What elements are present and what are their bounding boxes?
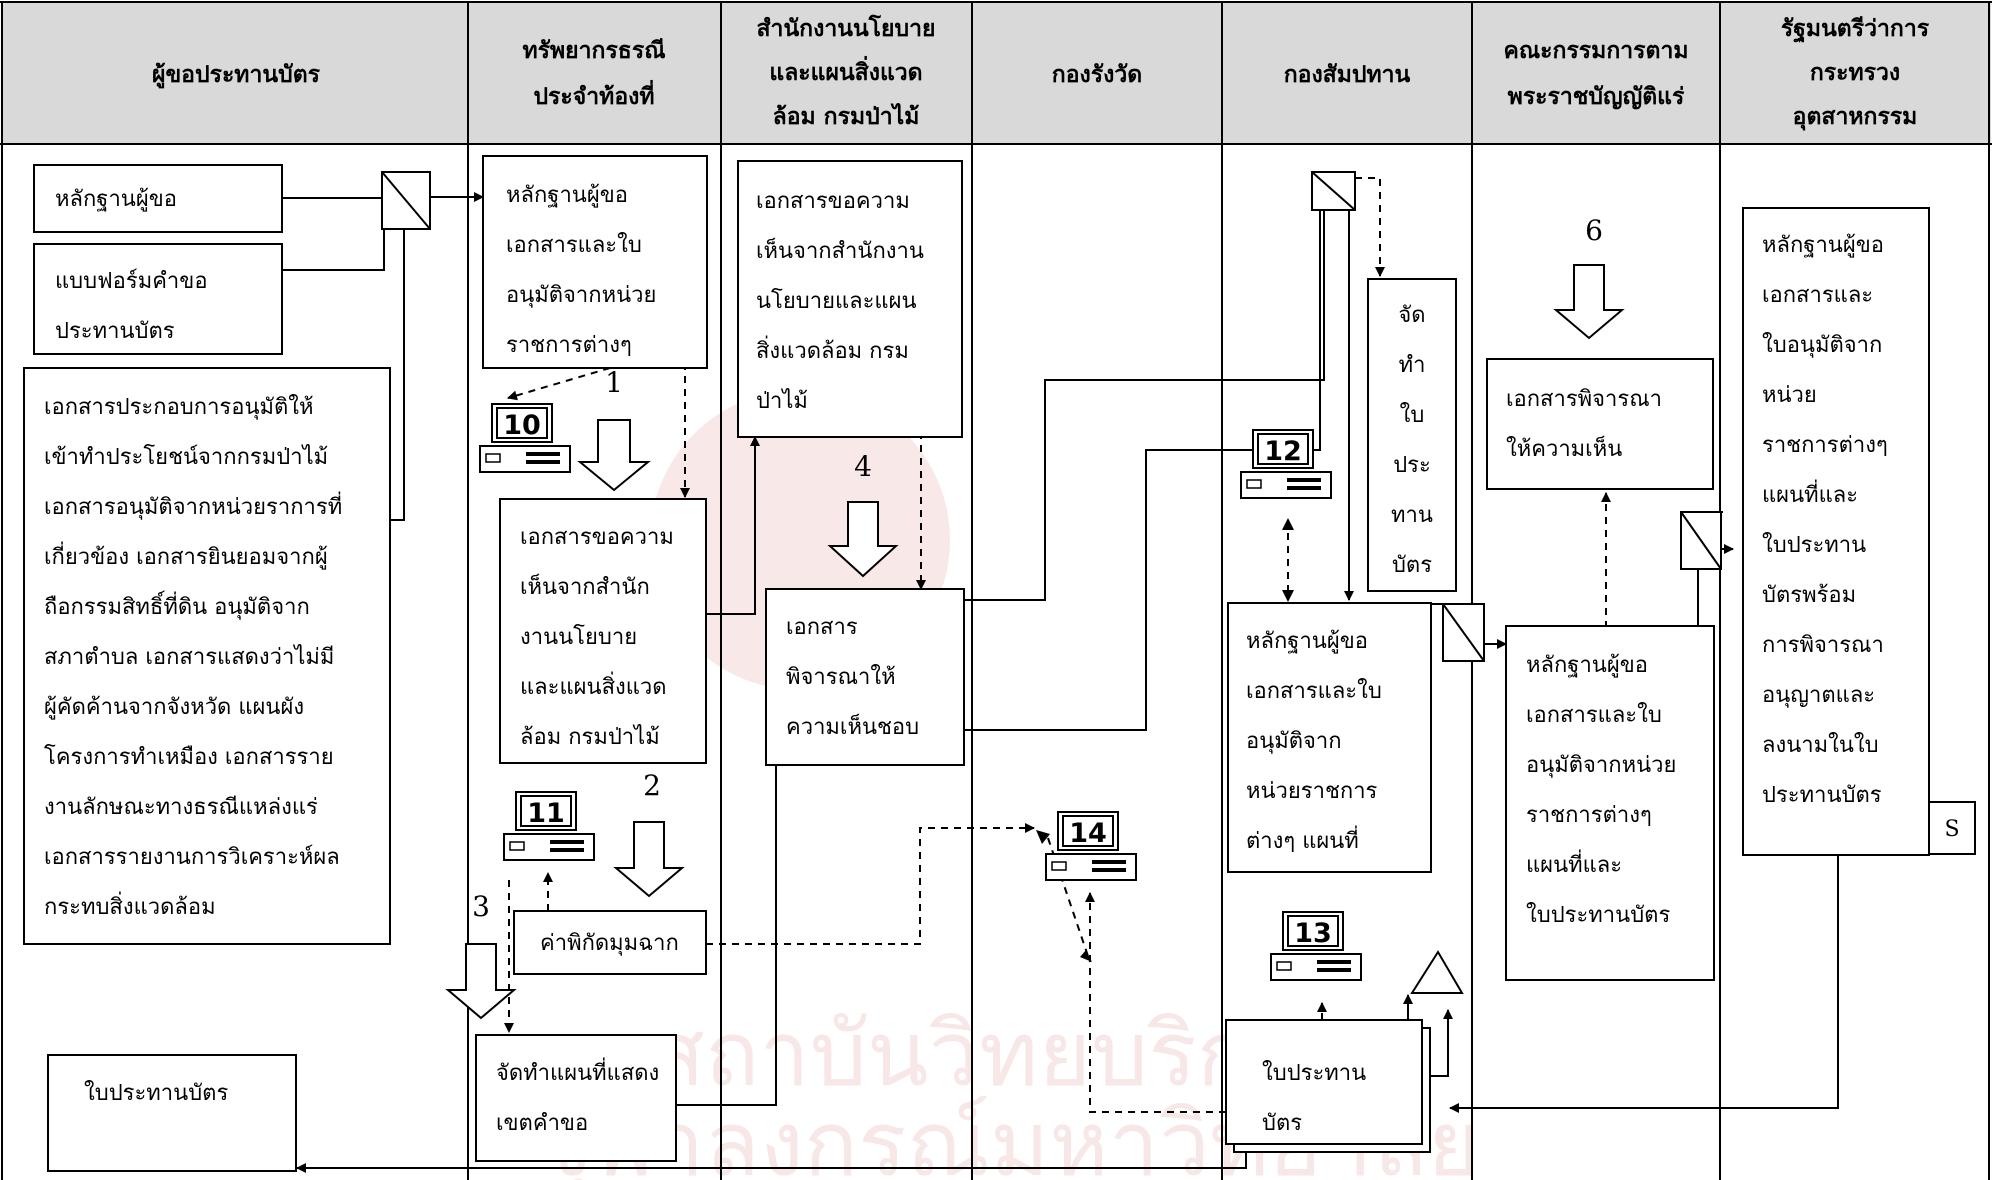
block-arrows xyxy=(445,264,1625,1020)
step-number-2: 2 xyxy=(643,769,661,802)
header-survey-division: กองรังวัด xyxy=(1052,61,1142,88)
merge-symbol-applicant xyxy=(381,171,431,230)
svg-text:ใบประทานบัตร: ใบประทานบัตร xyxy=(1262,1060,1366,1136)
stop-marker: S xyxy=(1928,801,1976,855)
column-headers: ผู้ขอประทานบัตร ทรัพยากรธรณีประจำท้องที่… xyxy=(152,14,1930,131)
svg-text:หลักฐานผู้ขอเอกสารและใบอนุมัติ: หลักฐานผู้ขอเอกสารและใบอนุมัติจากหน่วยรา… xyxy=(1246,629,1382,854)
svg-text:เอกสารประกอบการอนุมัติให้: เอกสารประกอบการอนุมัติให้ เข้าทำประโยชน์… xyxy=(44,394,349,920)
svg-text:10: 10 xyxy=(503,410,541,441)
block-arrow-down-4 xyxy=(827,501,899,578)
merge-symbol-minister xyxy=(1680,511,1722,570)
svg-text:13: 13 xyxy=(1294,918,1332,949)
computer-icon-12: 12 xyxy=(1240,429,1332,499)
svg-text:หลักฐานผู้ขอเอกสารและใบอนุมัติ: หลักฐานผู้ขอเอกสารและใบอนุมัติจากหน่วยรา… xyxy=(1762,233,1888,808)
step-number-3: 3 xyxy=(472,890,490,923)
application-form-box: แบบฟอร์มคำขอประทานบัตร xyxy=(33,243,283,355)
svg-text:12: 12 xyxy=(1264,436,1302,467)
draft-concession-box: ใบประทานบัตร xyxy=(1225,1019,1431,1153)
prepare-concession-box: จัดทำใบประทานบัตร xyxy=(1367,278,1457,592)
approved-documents-box: เอกสารพิจารณาให้ความเห็นชอบ xyxy=(765,588,965,766)
header-environment-office: สำนักงานนโยบายและแผนสิ่งแวดล้อม กรมป่าไม… xyxy=(756,14,935,130)
opinion-request-box: เอกสารขอความเห็นจากสำนักงานนโยบายและแผนส… xyxy=(499,498,707,764)
header-minerals-committee: คณะกรรมการตามพระราชบัญญัติแร่ xyxy=(1503,37,1688,110)
committee-opinion-box: เอกสารพิจารณาให้ความเห็น xyxy=(1486,358,1714,490)
block-arrow-down-6 xyxy=(1553,264,1625,340)
computer-icon-14: 14 xyxy=(1045,811,1137,881)
header-applicant: ผู้ขอประทานบัตร xyxy=(152,61,321,89)
header-background xyxy=(1,1,1991,144)
merge-symbols xyxy=(381,171,1722,994)
connectors xyxy=(282,177,1839,1173)
header-concession-division: กองสัมปทาน xyxy=(1284,61,1411,88)
computer-icons: 10 11 12 13 14 xyxy=(479,403,1362,981)
svg-text:ค่าพิกัดมุมฉาก: ค่าพิกัดมุมฉาก xyxy=(540,931,679,956)
svg-text:แบบฟอร์มคำขอประทานบัตร: แบบฟอร์มคำขอประทานบัตร xyxy=(55,269,208,344)
step-numbers: 1 2 3 4 6 xyxy=(472,214,1603,923)
computer-icon-11: 11 xyxy=(503,791,595,861)
merge-symbol-concession xyxy=(1311,171,1356,211)
concession-evidence-box: หลักฐานผู้ขอเอกสารและใบอนุมัติจากหน่วยรา… xyxy=(1227,602,1432,873)
step-number-6: 6 xyxy=(1585,214,1603,247)
svg-text:หลักฐานผู้ขอ: หลักฐานผู้ขอ xyxy=(55,187,177,212)
angle-coordinates-box: ค่าพิกัดมุมฉาก xyxy=(513,910,707,975)
step-number-4: 4 xyxy=(854,450,872,483)
header-minister: รัฐมนตรีว่าการกระทรวงอุตสาหกรรม xyxy=(1781,15,1930,131)
computer-icon-10: 10 xyxy=(479,403,571,473)
storage-triangle xyxy=(1410,950,1464,994)
area-map-box: จัดทำแผนที่แสดงเขตคำขอ xyxy=(475,1034,677,1162)
svg-text:ใบประทานบัตร: ใบประทานบัตร xyxy=(84,1080,228,1106)
local-evidence-box: หลักฐานผู้ขอเอกสารและใบอนุมัติจากหน่วยรา… xyxy=(482,155,708,369)
policy-opinion-request-box: เอกสารขอความเห็นจากสำนักงานนโยบายและแผนส… xyxy=(737,160,963,438)
block-arrow-down-2 xyxy=(613,821,685,898)
step-number-1: 1 xyxy=(605,366,623,399)
minister-evidence-box: หลักฐานผู้ขอเอกสารและใบอนุมัติจากหน่วยรา… xyxy=(1742,207,1930,856)
concession-issued-box: ใบประทานบัตร xyxy=(47,1054,297,1172)
svg-text:หลักฐานผู้ขอเอกสารและใบอนุมัติ: หลักฐานผู้ขอเอกสารและใบอนุมัติจากหน่วยรา… xyxy=(1526,653,1676,928)
process-boxes: หลักฐานผู้ขอ แบบฟอร์มคำขอประทานบัตร เอกส… xyxy=(23,155,1976,1172)
svg-text:จัดทำใบประทานบัตร: จัดทำใบประทานบัตร xyxy=(1391,303,1433,578)
svg-text:เอกสารขอความเห็นจากสำนักงานนโย: เอกสารขอความเห็นจากสำนักงานนโยบายและแผนส… xyxy=(520,525,674,750)
supporting-documents-box: เอกสารประกอบการอนุมัติให้ เข้าทำประโยชน์… xyxy=(23,367,391,945)
svg-text:เอกสารพิจารณาให้ความเห็น: เอกสารพิจารณาให้ความเห็น xyxy=(1506,387,1662,462)
block-arrow-down-1 xyxy=(577,419,651,492)
svg-text:เอกสารพิจารณาให้ความเห็นชอบ: เอกสารพิจารณาให้ความเห็นชอบ xyxy=(786,615,919,740)
svg-text:หลักฐานผู้ขอเอกสารและใบอนุมัติ: หลักฐานผู้ขอเอกสารและใบอนุมัติจากหน่วยรา… xyxy=(506,183,656,358)
svg-text:เอกสารขอความเห็นจากสำนักงานนโย: เอกสารขอความเห็นจากสำนักงานนโยบายและแผนส… xyxy=(756,189,924,414)
header-local-resources: ทรัพยากรธรณีประจำท้องที่ xyxy=(522,37,665,110)
merge-symbol-committee xyxy=(1442,603,1485,662)
block-arrow-down-3 xyxy=(445,943,517,1020)
svg-text:จัดทำแผนที่แสดงเขตคำขอ: จัดทำแผนที่แสดงเขตคำขอ xyxy=(496,1057,659,1136)
applicant-evidence-box: หลักฐานผู้ขอ xyxy=(33,164,283,233)
committee-evidence-box: หลักฐานผู้ขอเอกสารและใบอนุมัติจากหน่วยรา… xyxy=(1505,625,1715,981)
svg-text:11: 11 xyxy=(527,798,565,829)
computer-icon-13: 13 xyxy=(1270,911,1362,981)
svg-text:14: 14 xyxy=(1069,818,1107,849)
svg-text:S: S xyxy=(1944,817,1959,842)
